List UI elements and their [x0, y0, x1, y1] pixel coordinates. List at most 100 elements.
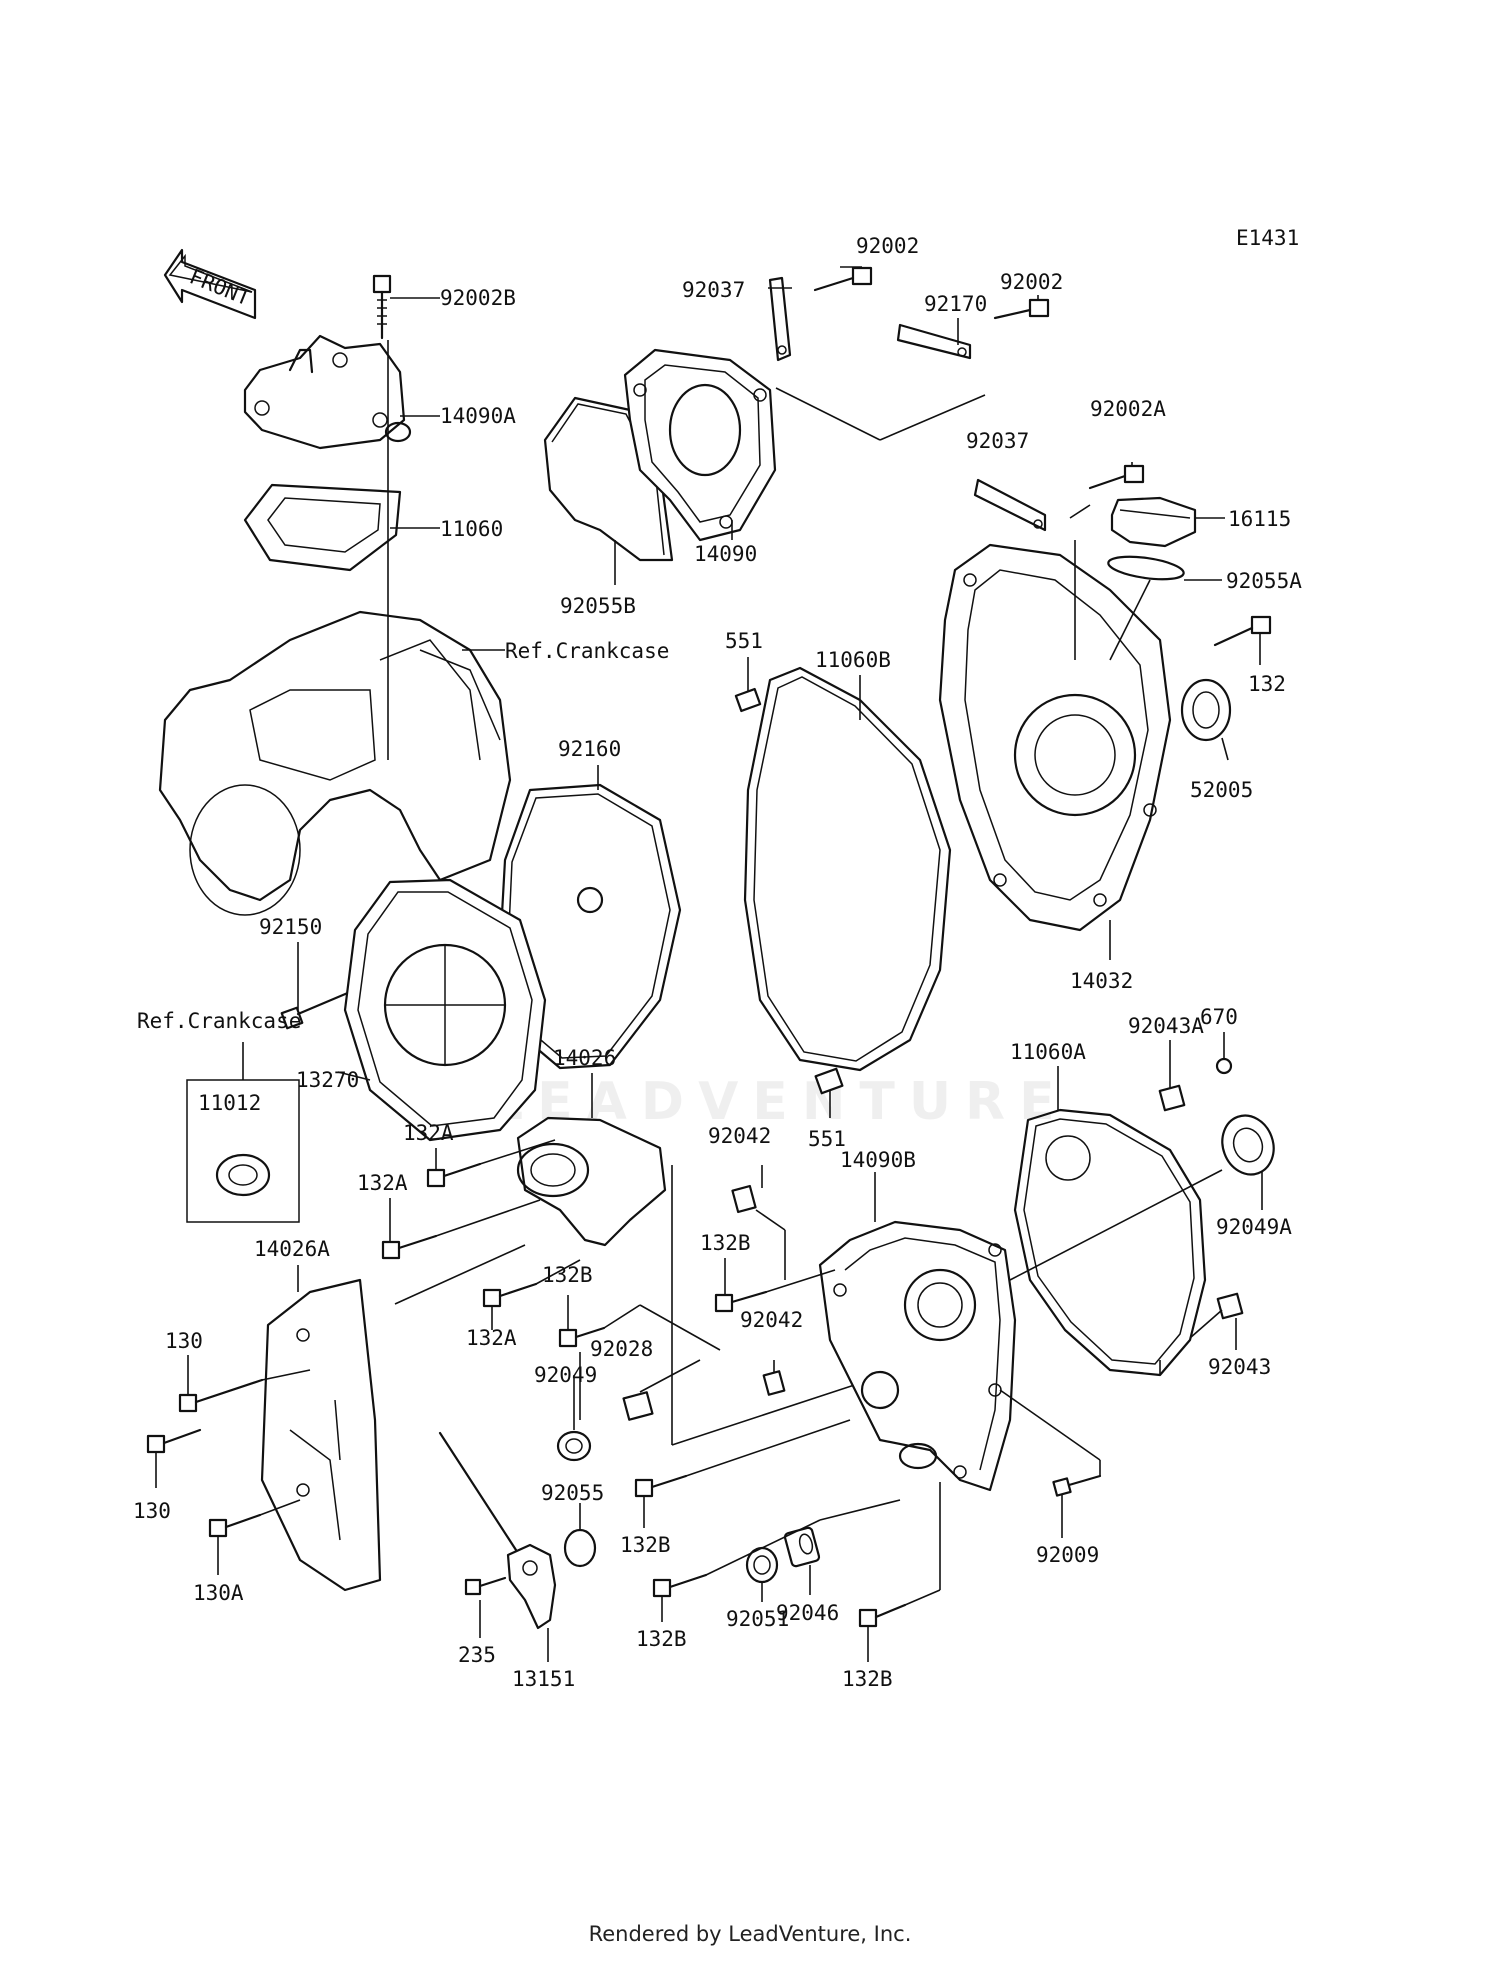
part-92042-dowel	[731, 1184, 757, 1214]
label-13270: 13270	[296, 1068, 359, 1092]
crankcase-reference-top	[158, 610, 512, 916]
part-132b-bolt-5	[858, 1603, 907, 1628]
label-92002a: 92002A	[1090, 397, 1166, 421]
label-14026: 14026	[553, 1046, 616, 1070]
label-ref-crankcase-2: Ref.Crankcase	[137, 1009, 301, 1033]
part-235-bolt	[464, 1576, 507, 1596]
label-92002-2: 92002	[1000, 270, 1063, 294]
label-92150: 92150	[259, 915, 322, 939]
label-130: 130	[165, 1329, 203, 1353]
part-132a-bolt-3	[482, 1282, 538, 1308]
part-551-dowel-2	[814, 1067, 844, 1095]
label-92042-2: 92042	[740, 1308, 803, 1332]
part-92002-bolt	[813, 266, 873, 292]
part-92043a-dowel	[1158, 1084, 1186, 1112]
label-92028: 92028	[590, 1337, 653, 1361]
part-11012-box	[186, 1079, 300, 1223]
front-arrow-icon: FRONT	[163, 248, 257, 320]
part-92055-oring	[563, 1528, 597, 1568]
label-92043: 92043	[1208, 1355, 1271, 1379]
part-14090-cover	[623, 348, 777, 542]
label-92002: 92002	[856, 234, 919, 258]
footer-credit: Rendered by LeadVenture, Inc.	[588, 1922, 912, 1946]
label-92049a: 92049A	[1216, 1215, 1292, 1239]
part-14026a-cover	[260, 1278, 382, 1592]
part-92037-strap	[768, 276, 792, 362]
label-130a: 130A	[193, 1581, 244, 1605]
label-16115: 16115	[1228, 507, 1291, 531]
part-52005-seal	[1180, 678, 1232, 742]
part-130-bolt	[178, 1378, 264, 1413]
label-92037: 92037	[682, 278, 745, 302]
part-92042-dowel-2	[762, 1370, 786, 1396]
part-92002b-bolt	[372, 274, 392, 340]
label-11060: 11060	[440, 517, 503, 541]
label-92046: 92046	[776, 1601, 839, 1625]
part-14032-cover	[938, 543, 1172, 932]
label-11060b: 11060B	[815, 648, 891, 672]
label-92055: 92055	[541, 1481, 604, 1505]
part-92055b-gasket	[543, 396, 674, 562]
label-235: 235	[458, 1643, 496, 1667]
label-92037-2: 92037	[966, 429, 1029, 453]
label-92055b: 92055B	[560, 594, 636, 618]
part-92002-bolt-2	[993, 298, 1050, 320]
part-92049a-seal	[1221, 1114, 1275, 1176]
label-13151: 13151	[512, 1667, 575, 1691]
part-14090b-body	[818, 1220, 1017, 1492]
label-92042: 92042	[708, 1124, 771, 1148]
label-92160: 92160	[558, 737, 621, 761]
label-132b-2: 132B	[542, 1263, 593, 1287]
label-551-2: 551	[808, 1127, 846, 1151]
part-11060a-gasket	[1013, 1108, 1207, 1377]
part-92043-dowel	[1216, 1292, 1244, 1320]
part-670-oring	[1215, 1057, 1233, 1075]
label-92009: 92009	[1036, 1543, 1099, 1567]
part-labels: 92002B 14090A 11060 92055B 92037 92002 1…	[133, 234, 1302, 1691]
part-16115-cap	[1110, 496, 1197, 548]
part-92009-screw	[1052, 1474, 1102, 1497]
label-132a-3: 132A	[466, 1326, 517, 1350]
label-14032: 14032	[1070, 969, 1133, 993]
part-92055a-oring	[1107, 555, 1185, 581]
label-14090: 14090	[694, 542, 757, 566]
part-13151-dipstick	[438, 1431, 557, 1630]
part-92049-seal	[556, 1430, 592, 1462]
part-132b-bolt	[714, 1290, 768, 1313]
label-52005: 52005	[1190, 778, 1253, 802]
label-ref-crankcase: Ref.Crankcase	[505, 639, 669, 663]
label-14090b: 14090B	[840, 1148, 916, 1172]
part-14090a-cover	[243, 334, 412, 450]
part-92046-bearing	[783, 1526, 821, 1568]
part-130-bolt-2	[146, 1428, 202, 1454]
part-92170-strap	[896, 323, 972, 360]
part-132b-bolt-3	[634, 1474, 688, 1498]
part-132b-bolt-4	[652, 1573, 708, 1598]
label-11060a: 11060A	[1010, 1040, 1086, 1064]
label-11012: 11012	[198, 1091, 261, 1115]
label-92170: 92170	[924, 292, 987, 316]
part-92028-dowel	[622, 1391, 654, 1421]
label-92055a: 92055A	[1226, 569, 1302, 593]
part-14026-housing	[516, 1116, 667, 1247]
label-132b-3: 132B	[620, 1533, 671, 1557]
label-132b-4: 132B	[636, 1627, 687, 1651]
part-11060b-gasket	[743, 666, 952, 1072]
part-130a-bolt	[208, 1513, 262, 1538]
label-132: 132	[1248, 672, 1286, 696]
diagram-code: E1431	[1236, 226, 1299, 250]
label-132b: 132B	[700, 1231, 751, 1255]
part-11060-gasket	[243, 483, 402, 572]
part-92150-bolt	[280, 990, 352, 1030]
label-670: 670	[1200, 1005, 1238, 1029]
label-130-2: 130	[133, 1499, 171, 1523]
label-132a-2: 132A	[357, 1171, 408, 1195]
label-92002b: 92002B	[440, 286, 516, 310]
label-14090a: 14090A	[440, 404, 516, 428]
label-92043a: 92043A	[1128, 1014, 1204, 1038]
part-132a-bolt-2	[381, 1234, 438, 1260]
part-92002a-bolt	[1088, 464, 1145, 490]
part-92037-strap-2	[973, 478, 1047, 532]
part-551-dowel	[734, 687, 762, 713]
